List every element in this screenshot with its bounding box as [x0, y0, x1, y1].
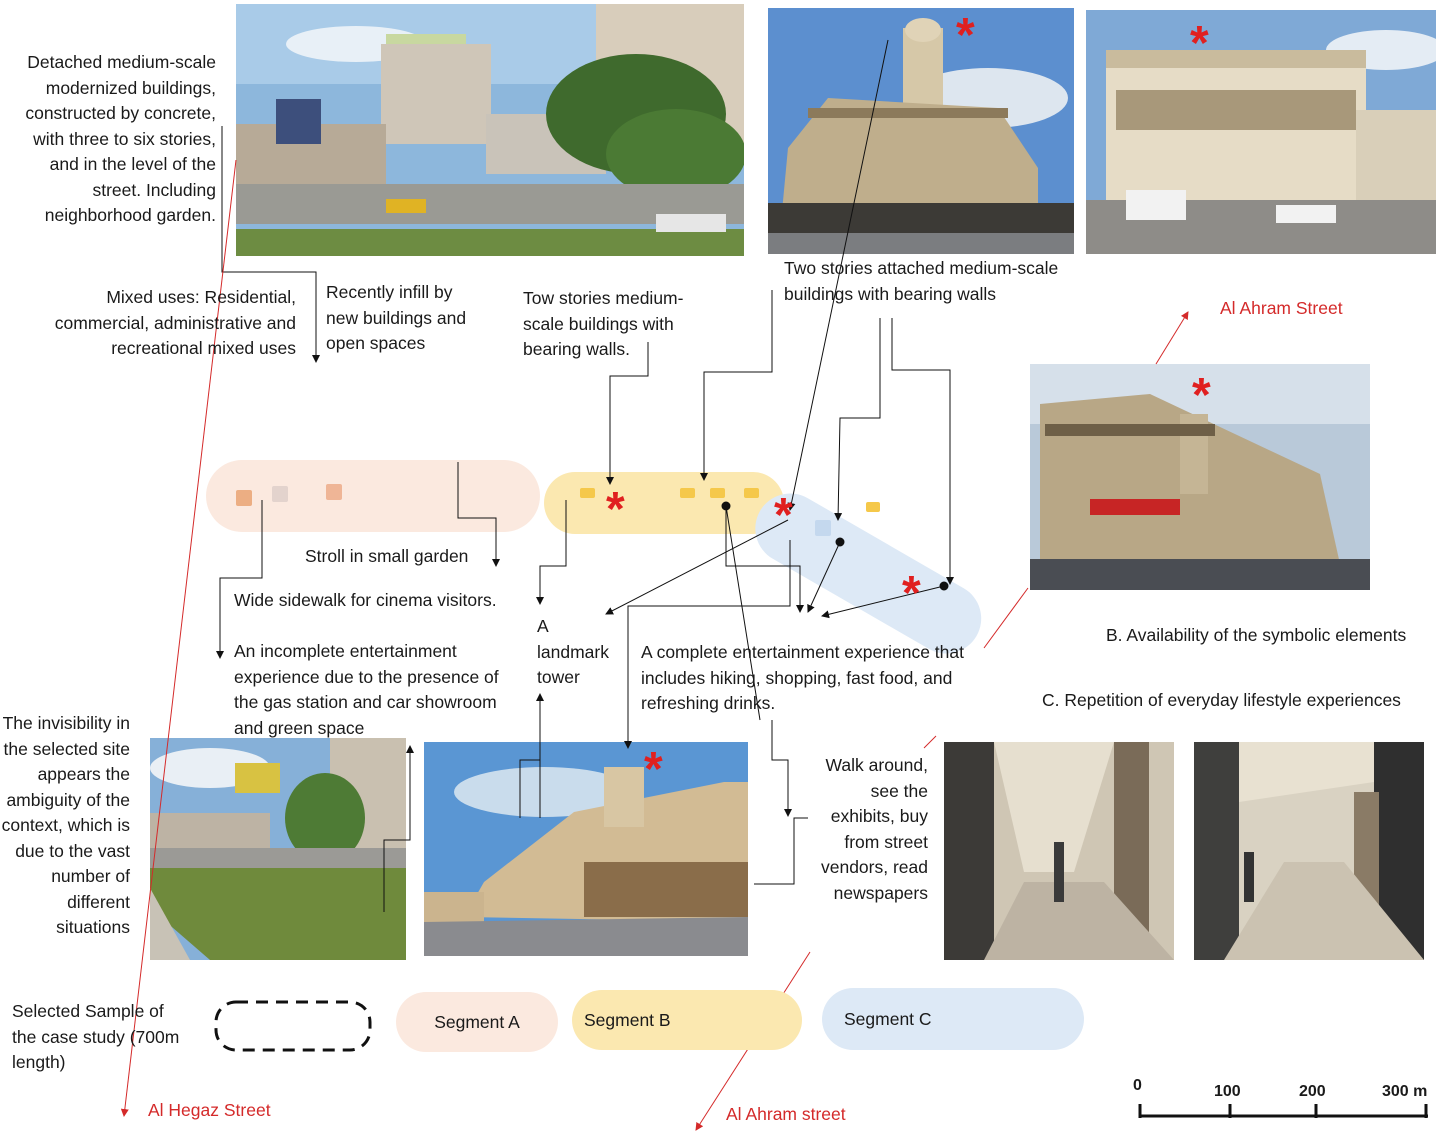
map-marker	[744, 488, 759, 498]
legend-segment-b: Segment B	[572, 990, 802, 1050]
map-segment-b	[544, 472, 784, 534]
map-marker	[680, 488, 695, 498]
photo-landmark-building-2	[1086, 10, 1436, 254]
asterisk-icon: *	[606, 483, 625, 536]
scale-tick-100: 100	[1214, 1083, 1241, 1100]
asterisk-icon: *	[956, 9, 975, 62]
legend-sample-outline	[214, 1000, 372, 1052]
photo-modern-buildings	[236, 4, 744, 256]
map-marker	[580, 488, 595, 498]
legend-segment-a: Segment A	[396, 992, 558, 1052]
scale-bar	[1138, 1104, 1428, 1118]
map-marker	[326, 484, 342, 500]
map-marker	[815, 520, 831, 536]
photo-arcade-2	[1194, 742, 1424, 960]
annotation-two-story-b: Tow stories medium-scale buildings with …	[523, 288, 684, 359]
caption-repetition: C. Repetition of everyday lifestyle expe…	[1042, 690, 1401, 710]
photo-symbolic-building	[1030, 364, 1370, 590]
map-marker	[236, 490, 252, 506]
street-label-al-hegaz: Al Hegaz Street	[148, 1100, 271, 1120]
annotation-stroll: Stroll in small garden	[305, 546, 469, 566]
photo-arcade-1	[944, 742, 1174, 960]
map-marker	[710, 488, 725, 498]
annotation-invisibility: The invisibility in the selected site ap…	[1, 713, 130, 937]
caption-symbolic: B. Availability of the symbolic elements	[1106, 625, 1407, 645]
scale-tick-200: 200	[1299, 1083, 1326, 1100]
annotation-complete-experience: A complete entertainment experience that…	[641, 642, 964, 713]
annotation-incomplete-experience: An incomplete entertainment experience d…	[234, 641, 499, 738]
annotation-recent-infill: Recently infill by new buildings and ope…	[326, 282, 467, 353]
street-label-al-ahram-bottom: Al Ahram street	[726, 1104, 846, 1124]
photo-landmark-building-1	[768, 8, 1074, 254]
annotation-detached-buildings: Detached medium-scale modernized buildin…	[25, 52, 216, 225]
asterisk-icon: *	[774, 489, 793, 542]
asterisk-icon: *	[644, 743, 663, 796]
legend-segment-c: Segment C	[822, 988, 1084, 1050]
map-marker	[866, 502, 880, 512]
annotation-mixed-uses: Mixed uses: Residential, commercial, adm…	[54, 287, 296, 358]
asterisk-icon: *	[1192, 369, 1211, 422]
annotation-wide-sidewalk: Wide sidewalk for cinema visitors.	[234, 590, 497, 610]
annotation-landmark-tower: A landmark tower	[537, 616, 609, 687]
street-label-al-ahram-top: Al Ahram Street	[1220, 298, 1343, 318]
asterisk-icon: *	[902, 567, 921, 620]
annotation-walk-around: Walk around, see the exhibits, buy from …	[820, 755, 928, 903]
scale-tick-300: 300 m	[1382, 1083, 1428, 1100]
photo-garden-site	[150, 738, 406, 960]
scale-tick-0: 0	[1133, 1077, 1142, 1094]
legend-sample-label: Selected Sample of the case study (700m …	[12, 1001, 180, 1072]
photo-street-tower	[424, 742, 748, 956]
asterisk-icon: *	[1190, 17, 1209, 70]
map-marker	[272, 486, 288, 502]
annotation-two-story-c: Two stories attached medium-scale buildi…	[784, 258, 1059, 304]
